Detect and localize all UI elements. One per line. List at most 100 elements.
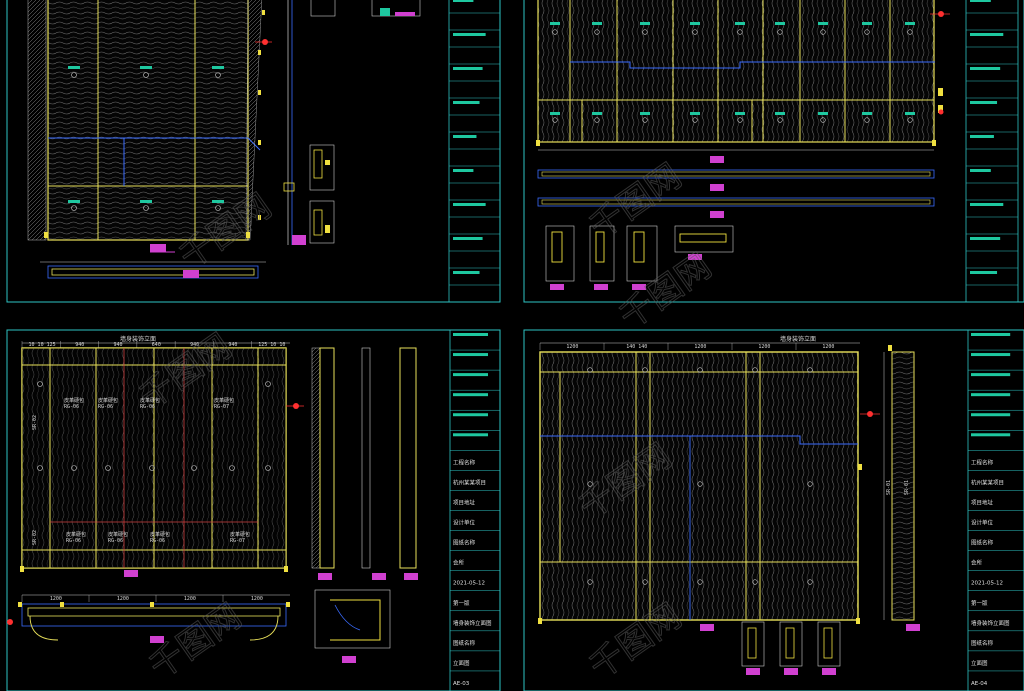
dimension-label: 125 10 10 (258, 342, 285, 348)
material-label: 皮革硬包 (140, 397, 160, 404)
title-block-bar (970, 203, 1004, 206)
dimension-label: 1200 (694, 344, 706, 350)
elevation-panel (47, 0, 249, 241)
material-label: 皮革硬包 (108, 531, 128, 538)
section-callout-icon (710, 156, 724, 218)
title-block-field: 2021-05-12 (453, 581, 485, 587)
material-label: RG-06 (108, 538, 123, 544)
elevation-marker-icon (286, 403, 304, 409)
material-label: 皮革硬包 (64, 397, 84, 404)
title-block-field: 设计单位 (453, 519, 476, 527)
title-block-bar (453, 0, 474, 2)
title-block-field: 第一版 (453, 599, 470, 607)
title-block-bar (971, 373, 1011, 377)
material-label: RG-06 (150, 538, 165, 544)
sheet-bottom-left: 工程名称杭州某某项目项目地址设计单位图纸名称会所2021-05-12第一版墙身装… (6, 329, 501, 691)
title-block-field: 工程名称 (971, 458, 994, 466)
dimension-label: 940 (228, 342, 237, 348)
sheet-top-right (523, 0, 1024, 303)
title-block-bar (970, 169, 991, 172)
title-block-field: 工程名称 (453, 458, 476, 466)
dimension-label: 1200 (566, 344, 578, 350)
title-block-field: 墙身装饰立面图 (453, 619, 492, 627)
dimension-label: 940 (190, 342, 199, 348)
title-block: 工程名称杭州某某项目项目地址设计单位图纸名称会所2021-05-12第一版墙身装… (967, 329, 1024, 691)
title-block-bar (971, 333, 1011, 336)
title-block: 工程名称杭州某某项目项目地址设计单位图纸名称会所2021-05-12第一版墙身装… (449, 329, 501, 691)
material-label: RG-07 (214, 404, 229, 410)
title-block-bar (453, 413, 488, 417)
dimension-label: 1200 (184, 596, 196, 602)
dimension-label: 940 (114, 342, 123, 348)
title-block (448, 0, 501, 303)
dimension-label: 10 10 125 (29, 342, 56, 348)
title-block-bar (453, 393, 488, 397)
dimension-label: 1200 (117, 596, 129, 602)
title-block-field: 第一版 (971, 599, 988, 607)
sheet-bottom-right: 工程名称杭州某某项目项目地址设计单位图纸名称会所2021-05-12第一版墙身装… (523, 329, 1024, 691)
material-label: RG-06 (140, 404, 155, 410)
side-label: SR-01 (886, 480, 892, 495)
title-block-bar (453, 353, 488, 357)
material-label: RG-06 (98, 404, 113, 410)
title-block-bar (453, 237, 483, 240)
title-block-field: 立面图 (971, 659, 988, 667)
title-block (965, 0, 1019, 303)
title-block-bar (970, 33, 1004, 36)
dimension-label: 1200 (758, 344, 770, 350)
title-block-field: 项目地址 (453, 498, 476, 506)
title-block-bar (971, 393, 1011, 397)
material-label: 皮革硬包 (66, 531, 86, 538)
title-block-bar (971, 413, 1011, 417)
material-label: RG-06 (64, 404, 79, 410)
title-block-field: 会所 (453, 559, 465, 567)
title-block-field: 图纸名称 (971, 539, 994, 547)
title-block-bar (453, 333, 488, 336)
title-block-bar (453, 169, 474, 172)
material-label: 皮革硬包 (214, 397, 234, 404)
title-block-field: AE-04 (971, 681, 988, 687)
title-block-field: 墙身装饰立面图 (971, 619, 1010, 627)
material-label: RG-06 (66, 538, 81, 544)
title-block-bar (453, 135, 477, 138)
title-block-bar (971, 433, 1011, 437)
title-block-bar (970, 101, 998, 104)
elevation-marker-icon (860, 411, 880, 417)
title-block-bar (453, 433, 488, 437)
title-block-bar (970, 237, 1001, 240)
material-label: 皮革硬包 (150, 531, 170, 538)
dimension-label: 140 140 (626, 344, 647, 350)
dimension-label: 1200 (50, 596, 62, 602)
title-block-bar (453, 203, 486, 206)
dimension-label: 1200 (822, 344, 834, 350)
title-block-field: 杭州某某项目 (453, 478, 486, 486)
dimension-label: 1200 (251, 596, 263, 602)
title-block-field: 立面图 (453, 659, 470, 667)
section-callout-icon (183, 270, 199, 278)
watermark: 千图网 (612, 246, 718, 337)
title-block-bar (970, 67, 1001, 70)
header-label: 墙身装饰立面 (120, 335, 156, 343)
wall-hatch (27, 0, 47, 241)
title-block-bar (453, 101, 480, 104)
title-block-field: AE-03 (453, 681, 470, 687)
elevation-panel (537, 0, 935, 143)
elevation-marker-icon (930, 11, 950, 115)
title-block-bar (453, 271, 480, 274)
title-block-bar (971, 353, 1011, 357)
dimension-label: 940 (75, 342, 84, 348)
side-label: SR-02 (32, 530, 38, 545)
title-block-field: 2021-05-12 (971, 581, 1003, 587)
title-block-bar (453, 67, 483, 70)
title-block-bar (970, 135, 994, 138)
title-block-field: 图纸名称 (453, 539, 476, 547)
title-block-field: 会所 (971, 559, 983, 567)
sheet-top-left (6, 0, 501, 303)
title-block-field: 图纸名称 (453, 639, 476, 647)
title-block-field: 项目地址 (971, 498, 994, 506)
elevation-marker-icon (255, 39, 272, 45)
section-callout-icon (700, 624, 920, 675)
material-label: RG-07 (230, 538, 245, 544)
section-callout-icon (124, 570, 418, 643)
